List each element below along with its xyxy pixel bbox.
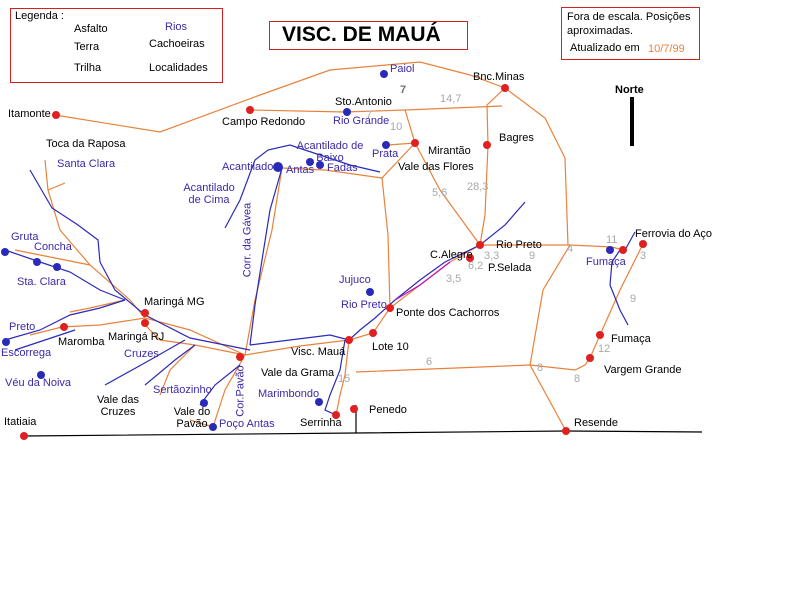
updated-date: 10/7/99 [648,43,685,55]
dist-16: 3,5 [446,273,462,285]
dist-3: 10 [390,121,403,133]
loc-mirantao: Mirantão [428,145,471,157]
loc-maringa-mg: Maringá MG [144,296,205,308]
loc-ferrovia-do-aco: Ferrovia do Aço [635,228,713,240]
wf-paiol: Paiol [390,63,415,75]
loc-campo-redondo: Campo Redondo [222,116,306,128]
loc-bagres: Bagres [499,132,534,144]
title-box [269,21,468,50]
wf-santa-clara: Santa Clara [57,158,116,170]
wf-sta-clara: Sta. Clara [17,276,66,288]
legend-terra-label: Terra [74,41,100,53]
wf-fadas: Fadas [327,162,358,174]
dist-4: 28,3 [467,181,489,193]
loc-bnc-minas: Bnc.Minas [473,71,525,83]
dist-1: 7 [400,84,407,96]
loc-itatiaia: Itatiaia [4,416,37,428]
wf-rio-preto: Rio Preto [341,299,387,311]
loc-maringa-rj: Maringá RJ [108,331,165,343]
dist-13: 8 [537,362,544,374]
wf-prata: Prata [372,148,399,160]
trails [394,261,451,301]
wf-sertaozinho: Sertãozinho [153,384,212,396]
wf-poco-antas: Poço Antas [219,418,275,430]
wf-rio-grande: Rio Grande [333,115,390,127]
scale-note: Fora de escala. Posições [567,11,691,23]
loc-vale-das-flores: Vale das Flores [398,161,474,173]
dist-7: 9 [529,250,536,262]
river-cor-pavao: Cor.Pavão [234,365,247,417]
river-corr-da-gavea: Corr. da Gávea [241,202,254,278]
loc-maromba: Maromba [58,336,105,348]
loc-vargem-grande: Vargem Grande [604,364,682,376]
legend-trilha-label: Trilha [74,62,102,74]
legend-localidades-label: Localidades [149,62,208,74]
loc-penedo: Penedo [369,404,407,416]
loc-ponte-dos-cachorros: Ponte dos Cachorros [396,307,500,319]
loc-visc-maua: Visc. Mauá [291,346,346,358]
loc-sto-antonio: Sto.Antonio [335,96,392,108]
dirt-roads [14,61,644,432]
dist-9: 11 [606,234,618,246]
dist-8: 4 [567,243,574,255]
dist-10: 3 [640,250,647,262]
wf-acantilado-de-baixo: Acantilado de Baixo [296,140,364,164]
wf-acantilado: Acantilado [222,161,274,173]
scale-note-2: aproximadas. [567,25,634,37]
map-title: VISC. DE MAUÁ [282,23,441,46]
locality-markers [20,84,647,440]
legend-asphalt-label: Asfalto [74,23,108,35]
wf-marimbondo: Marimbondo [258,388,320,400]
wf-veu-da-noiva: Véu da Noiva [5,377,72,389]
north-label: Norte [615,84,644,96]
loc-toca-da-raposa: Toca da Raposa [46,138,126,150]
loc-p-selada: P.Selada [488,262,532,274]
legend-cachoeiras-label: Cachoeiras [149,38,205,50]
dist-5: 5,6 [432,187,448,199]
loc-c-alegre: C.Alegre [430,249,473,261]
loc-resende: Resende [574,417,619,429]
dist-15: 6 [426,356,433,368]
loc-lote-10: Lote 10 [372,341,409,353]
dist-17: 6,2 [468,260,484,272]
legend-heading: Legenda : [15,10,64,22]
wf-preto: Preto [9,321,36,333]
loc-fumaca: Fumaça [611,333,651,345]
dist-14: 8 [574,373,581,385]
loc-vale-do-pavao: Vale do Pavão [173,406,211,430]
wf-fumaca: Fumaça [586,256,626,268]
loc-vale-da-grama: Vale da Grama [261,367,335,379]
dist-12: 12 [598,343,611,355]
wf-jujuco: Jujuco [339,274,371,286]
legend-box [10,8,223,83]
loc-itamonte: Itamonte [8,108,51,120]
wf-concha: Concha [34,241,72,253]
dist-11: 9 [630,293,637,305]
legend-rios-label: Rios [165,21,188,33]
loc-rio-preto: Rio Preto [496,239,542,251]
updated-label: Atualizado em [570,42,640,54]
loc-vale-das-cruzes: Vale das Cruzes [97,394,139,418]
dist-18: 15 [338,373,351,385]
wf-gruta: Gruta [11,231,39,243]
rivers [4,144,636,416]
loc-serrinha: Serrinha [300,417,342,429]
dist-6: 3,3 [484,250,500,262]
info-box [561,7,700,60]
waterfall-markers [1,70,614,431]
wf-escorrega: Escorrega [1,347,52,359]
wf-cruzes: Cruzes [124,348,159,360]
wf-acantilado-de-cima: Acantilado de Cima [183,182,235,206]
dist-19: 7 [366,109,373,121]
dist-2: 14,7 [440,93,462,105]
wf-antas: Antas [286,164,315,176]
